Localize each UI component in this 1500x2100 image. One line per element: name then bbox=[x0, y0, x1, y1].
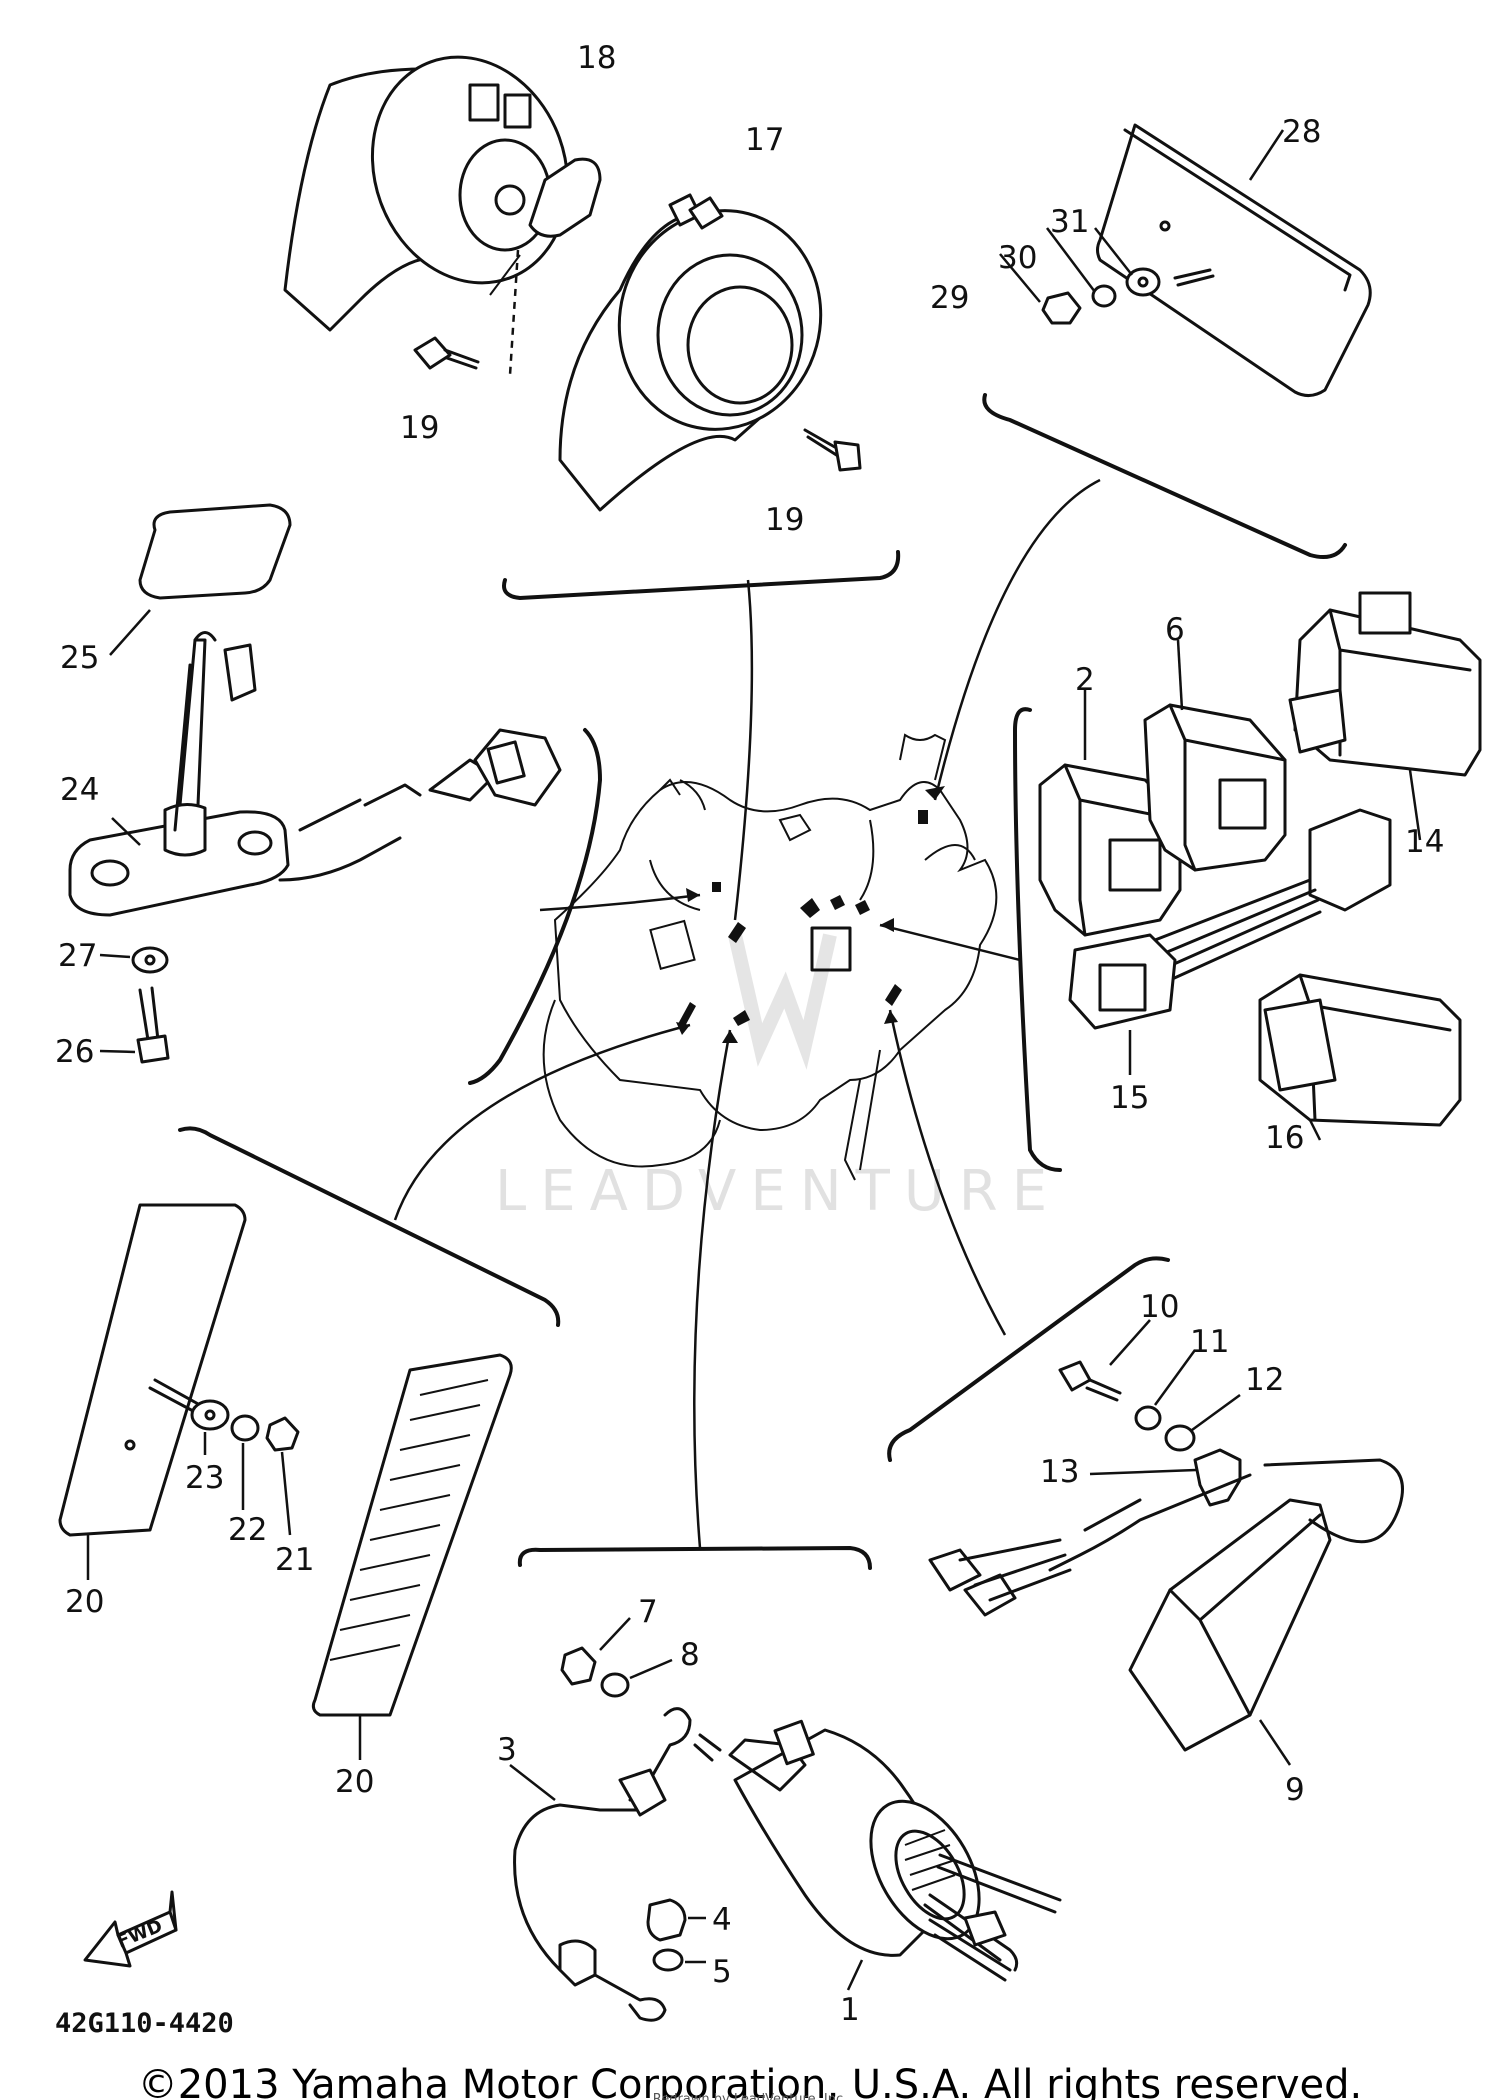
drawing-number: 42G110-4420 bbox=[55, 2008, 234, 2039]
starter-relay-1-drawing bbox=[693, 1719, 1062, 1991]
motorcycle-location-view bbox=[542, 733, 998, 1181]
callout-24: 24 bbox=[60, 772, 99, 808]
reflector-20-left-drawing bbox=[58, 1203, 247, 1580]
horn-18-drawing bbox=[283, 55, 602, 332]
bolt-23-drawing bbox=[148, 1378, 230, 1455]
callout-19-right: 19 bbox=[765, 502, 804, 538]
fwd-direction-arrow: FWD bbox=[83, 1890, 178, 1968]
reflector-28-drawing bbox=[1096, 123, 1372, 397]
bolt-10-drawing bbox=[1058, 1319, 1151, 1402]
callout-5: 5 bbox=[712, 1954, 732, 1990]
callout-31: 31 bbox=[1050, 204, 1089, 240]
callout-1: 1 bbox=[840, 1992, 860, 2028]
horn-17-drawing bbox=[558, 193, 823, 512]
ecu-16-drawing bbox=[1258, 973, 1462, 1141]
leader-arrowheads bbox=[676, 786, 945, 1043]
nut-21-drawing bbox=[265, 1416, 300, 1536]
lock-washer-30-drawing bbox=[1091, 284, 1117, 308]
group-brackets bbox=[178, 393, 1347, 1570]
reflector-20-right-drawing bbox=[311, 1353, 513, 1760]
callout-11: 11 bbox=[1190, 1324, 1229, 1360]
callout-12: 12 bbox=[1245, 1362, 1284, 1398]
screw-26-drawing bbox=[99, 986, 170, 1064]
callout-4: 4 bbox=[712, 1902, 732, 1938]
callout-labels: 18 17 19 19 28 31 30 29 25 24 27 26 6 2 … bbox=[55, 40, 1444, 2028]
callout-7: 7 bbox=[638, 1594, 658, 1630]
lead-wire-3-drawing bbox=[509, 1707, 692, 2022]
callout-23: 23 bbox=[185, 1460, 224, 1496]
callout-9: 9 bbox=[1285, 1772, 1305, 1808]
connector-15-drawing bbox=[1068, 808, 1392, 1075]
callout-10: 10 bbox=[1140, 1289, 1179, 1325]
bolt-19-left-drawing bbox=[413, 249, 520, 376]
fuel-sender-24-drawing bbox=[68, 631, 562, 917]
callout-20-left: 20 bbox=[65, 1584, 104, 1620]
callout-29: 29 bbox=[930, 280, 969, 316]
callout-3: 3 bbox=[497, 1732, 517, 1768]
callout-27: 27 bbox=[58, 938, 97, 974]
callout-2: 2 bbox=[1075, 662, 1095, 698]
callout-17: 17 bbox=[745, 122, 784, 158]
callout-25: 25 bbox=[60, 640, 99, 676]
bracket-13-drawing bbox=[1089, 1448, 1242, 1507]
watermark-text: LEADVENTURE bbox=[495, 1159, 1061, 1224]
callout-26: 26 bbox=[55, 1034, 94, 1070]
callout-8: 8 bbox=[680, 1637, 700, 1673]
nut-7-drawing bbox=[560, 1617, 631, 1686]
callout-20-right: 20 bbox=[335, 1764, 374, 1800]
callout-19-left: 19 bbox=[400, 410, 439, 446]
callout-14: 14 bbox=[1405, 824, 1444, 860]
callout-15: 15 bbox=[1110, 1080, 1149, 1116]
copyright-notice: ©2013 Yamaha Motor Corporation, U.S.A. A… bbox=[137, 2062, 1363, 2100]
callout-13: 13 bbox=[1040, 1454, 1079, 1490]
callout-28: 28 bbox=[1282, 114, 1321, 150]
leadventure-watermark: LEADVENTURE bbox=[495, 933, 1061, 1224]
washer-12-drawing bbox=[1164, 1393, 1241, 1452]
cap-4-drawing bbox=[646, 1898, 706, 1942]
washer-31-drawing bbox=[1125, 267, 1161, 297]
bolt-19-right-drawing bbox=[803, 428, 862, 472]
relay-14-drawing bbox=[1288, 591, 1482, 841]
location-leaders bbox=[393, 478, 1101, 1549]
washer-11-drawing bbox=[1134, 1349, 1197, 1431]
callout-30: 30 bbox=[998, 240, 1037, 276]
callout-16: 16 bbox=[1265, 1120, 1304, 1156]
gasket-25-drawing bbox=[109, 503, 292, 656]
relay-6-drawing bbox=[1143, 639, 1287, 872]
callout-18: 18 bbox=[577, 40, 616, 76]
starter-relay-9-drawing bbox=[928, 1458, 1404, 1766]
washer-8-drawing bbox=[600, 1658, 673, 1698]
callout-6: 6 bbox=[1165, 612, 1185, 648]
washer-5-drawing bbox=[652, 1948, 706, 1972]
washer-27-drawing bbox=[99, 946, 169, 974]
callout-22: 22 bbox=[228, 1512, 267, 1548]
redrawn-note: Redrawn by LeadVenture, Inc. bbox=[652, 2092, 848, 2100]
nut-29-drawing bbox=[1041, 291, 1082, 325]
callout-21: 21 bbox=[275, 1542, 314, 1578]
washer-22-drawing bbox=[230, 1414, 260, 1510]
